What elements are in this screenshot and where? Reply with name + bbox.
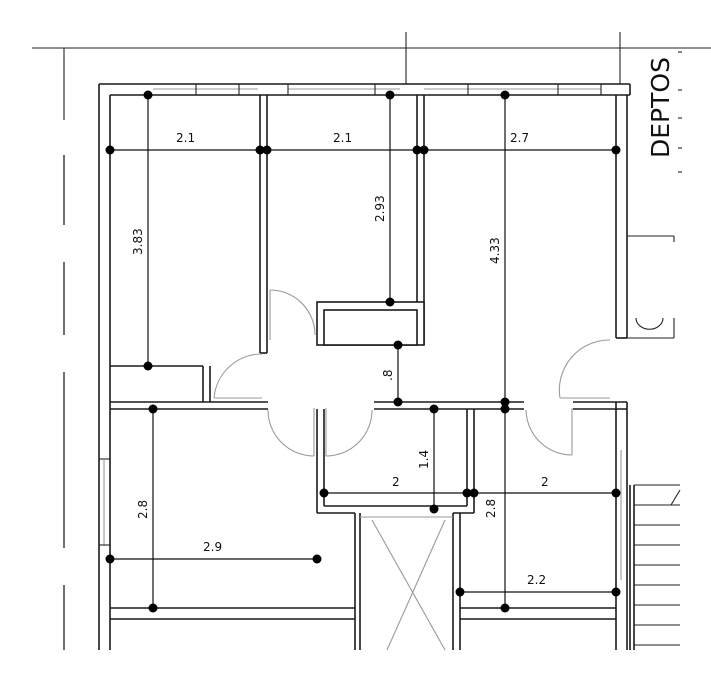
dim-lower-right-width: 2	[541, 475, 549, 489]
dim-lower-left-width: 2.9	[203, 540, 222, 554]
dim-top-middle-width: 2.1	[333, 131, 352, 145]
dimension-markers	[105, 90, 621, 613]
staircase	[629, 484, 681, 650]
drawing-title: DEPTOS	[646, 57, 675, 158]
interior-walls-lower	[110, 409, 616, 651]
door-swings	[213, 289, 611, 457]
interior-walls-upper	[110, 95, 628, 650]
dim-top-left-width: 2.1	[176, 131, 195, 145]
exterior-walls	[98, 83, 631, 650]
dim-bottom-right-width: 2.2	[527, 573, 546, 587]
bathroom-fixture	[627, 235, 675, 339]
dim-lower-right-height: 2.8	[484, 499, 498, 518]
dimension-labels: 2.1 2.1 2.7 3.83 2.93 4.33 .8 1.4 2 2 2.…	[131, 131, 549, 587]
dim-left-room-height: 3.83	[131, 228, 145, 255]
dim-middle-room-height: 2.93	[373, 195, 387, 222]
cutoff-text-fragments	[678, 51, 682, 173]
dim-hall-gap: .8	[381, 370, 395, 381]
reference-lines	[32, 32, 711, 650]
dimension-lines	[110, 95, 616, 608]
dim-top-right-width: 2.7	[510, 131, 529, 145]
dim-lower-left-height: 2.8	[136, 500, 150, 519]
dim-right-room-height: 4.33	[488, 237, 502, 264]
dim-corridor-height: 1.4	[417, 450, 431, 469]
dim-corridor-width: 2	[392, 475, 400, 489]
